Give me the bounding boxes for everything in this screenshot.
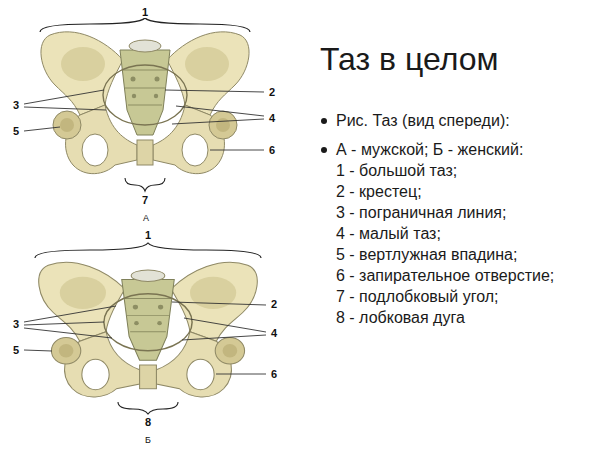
- callout-number: 1: [141, 6, 149, 18]
- legend-line: 1 - большой таз;: [336, 160, 588, 181]
- callout-number: 1: [144, 229, 152, 241]
- slide-title: Таз в целом: [320, 40, 499, 78]
- legend-line: 5 - вертлужная впадина;: [336, 244, 588, 265]
- bullet-text: Рис. Таз (вид спереди):: [336, 110, 588, 131]
- callout-number: 3: [12, 318, 20, 330]
- callout-number: 7: [141, 194, 149, 206]
- callout-number: 2: [268, 86, 276, 98]
- legend-line: 8 - лобковая дуга: [336, 307, 588, 328]
- bullet-text: А - мужской; Б - женский:: [336, 139, 588, 160]
- figure-letter: А: [142, 212, 150, 224]
- legend-line: 3 - пограничная линия;: [336, 202, 588, 223]
- callout-number: 8: [144, 416, 152, 428]
- callout-number: 2: [270, 298, 278, 310]
- legend-list: Рис. Таз (вид спереди): А - мужской; Б - …: [336, 110, 588, 328]
- legend-line: 7 - подлобковый угол;: [336, 286, 588, 307]
- bullet-dot: [321, 118, 327, 124]
- callout-number: 5: [12, 125, 20, 137]
- legend-line: 2 - крестец;: [336, 181, 588, 202]
- callout-number: 4: [270, 327, 278, 339]
- callout-number: 6: [270, 368, 278, 380]
- callout-number: 4: [268, 112, 276, 124]
- figure-letter: Б: [144, 434, 152, 446]
- callout-number: 6: [268, 144, 276, 156]
- bullet-dot: [321, 147, 327, 153]
- legend-line: 6 - запирательное отверстие;: [336, 265, 588, 286]
- callout-number: 5: [12, 344, 20, 356]
- callout-number: 3: [12, 99, 20, 111]
- legend-line: 4 - малый таз;: [336, 223, 588, 244]
